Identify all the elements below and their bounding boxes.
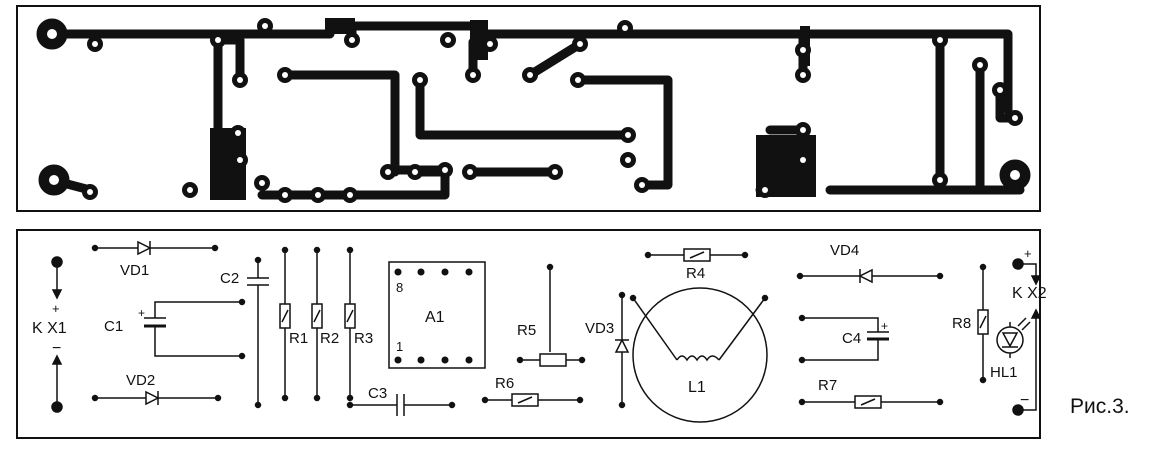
diode-vd4 — [796, 268, 944, 284]
label-r4: R4 — [686, 265, 705, 282]
label-vd3: VD3 — [585, 320, 614, 337]
label-plus-x1: + — [52, 301, 60, 316]
resistor-r4 — [644, 248, 749, 262]
component-layout: + K X1 − VD1 VD2 + C1 — [16, 229, 1047, 439]
label-c1-plus: + — [138, 306, 145, 320]
label-l1: L1 — [688, 379, 706, 396]
label-kx2: K X2 — [1012, 285, 1047, 302]
label-c1: C1 — [104, 318, 123, 335]
ic-a1 — [388, 261, 486, 369]
diode-vd2 — [91, 390, 222, 406]
resistor-r2 — [311, 246, 323, 402]
resistor-r6 — [481, 393, 584, 407]
inductor-l1 — [629, 287, 769, 423]
resistor-r5 — [516, 263, 586, 367]
capacitor-c3 — [346, 394, 456, 416]
led-hl1 — [996, 317, 1031, 358]
label-plus-x2: + — [1024, 246, 1032, 261]
label-a1: A1 — [425, 309, 445, 326]
label-hl1: HL1 — [990, 364, 1018, 381]
resistor-r3 — [344, 246, 356, 402]
label-vd4: VD4 — [830, 242, 859, 259]
diode-vd1 — [91, 240, 219, 256]
label-vd1: VD1 — [120, 262, 149, 279]
label-r7: R7 — [818, 377, 837, 394]
capacitor-c4 — [798, 314, 889, 364]
label-r3: R3 — [354, 330, 373, 347]
connector-kx2 — [1012, 258, 1042, 416]
connector-kx1 — [51, 256, 63, 413]
label-c2: C2 — [220, 270, 239, 287]
assembly-outline — [16, 229, 1041, 439]
pcb-copper-traces — [16, 5, 1041, 212]
label-c4: C4 — [842, 330, 861, 347]
label-c3: C3 — [368, 385, 387, 402]
label-vd2: VD2 — [126, 372, 155, 389]
label-r6: R6 — [495, 375, 514, 392]
resistor-r7 — [798, 395, 944, 409]
label-r8: R8 — [952, 315, 971, 332]
capacitor-c2 — [247, 256, 269, 409]
label-r5: R5 — [517, 322, 536, 339]
capacitor-c1 — [144, 298, 246, 360]
diode-vd3 — [614, 291, 630, 409]
label-r1: R1 — [289, 330, 308, 347]
label-r2: R2 — [320, 330, 339, 347]
pcb-outline — [16, 5, 1041, 212]
label-a1-pin1: 1 — [396, 339, 403, 354]
figure-caption: Рис.3. — [1070, 395, 1130, 418]
label-minus-x2: − — [1020, 392, 1029, 409]
label-c4-plus: + — [881, 319, 888, 333]
label-minus-x1: − — [52, 340, 61, 357]
resistor-r1 — [279, 246, 291, 402]
resistor-r8 — [977, 263, 989, 384]
label-kx1: K X1 — [32, 320, 67, 337]
label-a1-pin8: 8 — [396, 280, 403, 295]
